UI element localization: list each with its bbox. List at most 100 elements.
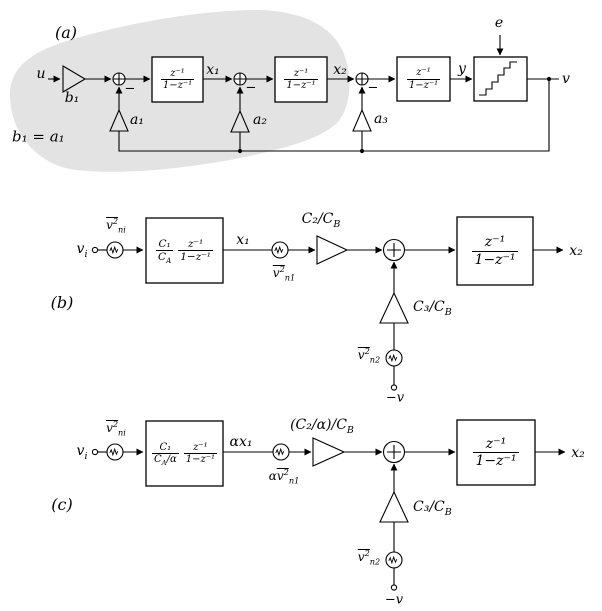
- minus-sign: −: [367, 80, 379, 96]
- fraction-denominator: 1−z⁻¹: [183, 453, 217, 465]
- fraction-denominator: 1−z⁻¹: [284, 79, 318, 91]
- signal-x1-label: x₁: [206, 62, 220, 78]
- junction-dot: [359, 148, 365, 154]
- fraction-numerator: z⁻¹: [484, 234, 506, 251]
- overline: v2: [357, 548, 370, 564]
- signal-x2-label: x₂: [569, 243, 583, 259]
- noise-source-icon: [271, 241, 289, 259]
- var-base: v: [276, 469, 284, 483]
- plus-icon: [356, 73, 368, 85]
- neg-v-label: −v: [385, 390, 405, 406]
- fraction-numerator: C₁: [158, 237, 171, 250]
- var-sub: A: [161, 459, 167, 467]
- fraction-denominator: 1−z⁻¹: [160, 79, 195, 91]
- note-b1-equals-a1: b₁ = a₁: [12, 127, 65, 146]
- var-sub: A: [166, 256, 172, 266]
- fraction-numerator: z⁻¹: [485, 435, 507, 452]
- var-sub: i: [84, 450, 88, 462]
- var-sup: 2: [364, 548, 370, 558]
- var-sup: 2: [279, 264, 285, 274]
- opamp-noise-label: v2n1: [272, 264, 296, 283]
- noise-source-icon: [385, 349, 403, 367]
- var-base: v: [357, 348, 365, 362]
- fraction-denominator: 1−z⁻¹: [178, 250, 213, 263]
- var-base: C: [154, 454, 162, 465]
- noise-source-icon: [272, 443, 290, 461]
- fig-a-tag: (a): [54, 23, 78, 42]
- var-base: v: [76, 241, 85, 257]
- input-terminal: [91, 246, 99, 254]
- plus-icon: [387, 243, 401, 257]
- feedback-terminal: [390, 384, 398, 391]
- input-u-label: u: [36, 66, 46, 82]
- overline: v2: [276, 468, 289, 483]
- fraction-denominator: CA: [156, 250, 174, 266]
- plus-icon: [113, 73, 125, 85]
- var-sub: B: [444, 306, 452, 318]
- var-base: v: [357, 550, 365, 564]
- overline: v2: [106, 217, 119, 232]
- junction-dot: [237, 148, 243, 154]
- var-sub: ni: [118, 427, 126, 438]
- var-base: v: [106, 218, 113, 232]
- input-vi-label: vi: [76, 241, 88, 259]
- var-base: v: [76, 443, 85, 459]
- gain-a3-triangle: [352, 108, 372, 132]
- fraction-numerator: z⁻¹: [416, 67, 431, 78]
- fraction-denominator: CA/α: [152, 453, 179, 466]
- input-terminal: [91, 448, 99, 456]
- input-noise-label: v2ni: [106, 217, 126, 233]
- signal-x2-label: x₂: [333, 62, 347, 78]
- signal-y-label: y: [458, 61, 466, 77]
- var-sub: n1: [284, 272, 296, 283]
- gain-b1-triangle: [62, 65, 87, 93]
- noise-source-icon: [385, 551, 403, 569]
- var-sub: B: [444, 506, 452, 518]
- minus-sign: −: [124, 81, 136, 97]
- fraction-denominator: 1−z⁻¹: [472, 250, 518, 268]
- output-v-label: v: [562, 71, 570, 87]
- noise-source-icon: [106, 443, 124, 461]
- overline: v2: [272, 264, 285, 279]
- gain-a3-label: a₃: [374, 111, 388, 127]
- var-base: C: [158, 251, 167, 263]
- fig-c-tag: (c): [51, 495, 73, 514]
- gain-c3cb-triangle: [379, 291, 409, 324]
- input-noise-label: v2ni: [106, 420, 126, 438]
- plus-icon: [234, 73, 246, 85]
- junction-dot: [546, 76, 552, 82]
- gain-b1-label: b₁: [64, 90, 80, 106]
- gain-c2cb-label: C₂/CB: [302, 212, 341, 229]
- gain-text: C₃/C: [413, 299, 445, 315]
- gain-a2-triangle: [230, 109, 250, 133]
- gain-a2-label: a₂: [253, 112, 267, 128]
- noise-source-icon: [106, 241, 124, 259]
- var-rest: /α: [166, 454, 177, 465]
- var-base: v: [106, 421, 113, 435]
- gain-text: (C₂/α)/C: [290, 417, 347, 433]
- feedback-noise-label: v2n2: [357, 347, 380, 363]
- gain-c2acb-triangle: [312, 437, 346, 467]
- var-sub: n1: [288, 475, 300, 486]
- fraction-denominator: 1−z⁻¹: [406, 78, 441, 91]
- var-sub: n2: [369, 556, 381, 567]
- gain-a1-triangle: [109, 108, 129, 132]
- gain-c3cb-label: C₃/CB: [413, 500, 452, 517]
- var-sub: B: [346, 424, 354, 436]
- fraction-numerator: z⁻¹: [187, 237, 204, 250]
- var-pre: α: [268, 469, 277, 483]
- plus-icon: [387, 445, 401, 459]
- gain-c3cb-triangle: [379, 490, 409, 523]
- var-sub: i: [84, 248, 88, 260]
